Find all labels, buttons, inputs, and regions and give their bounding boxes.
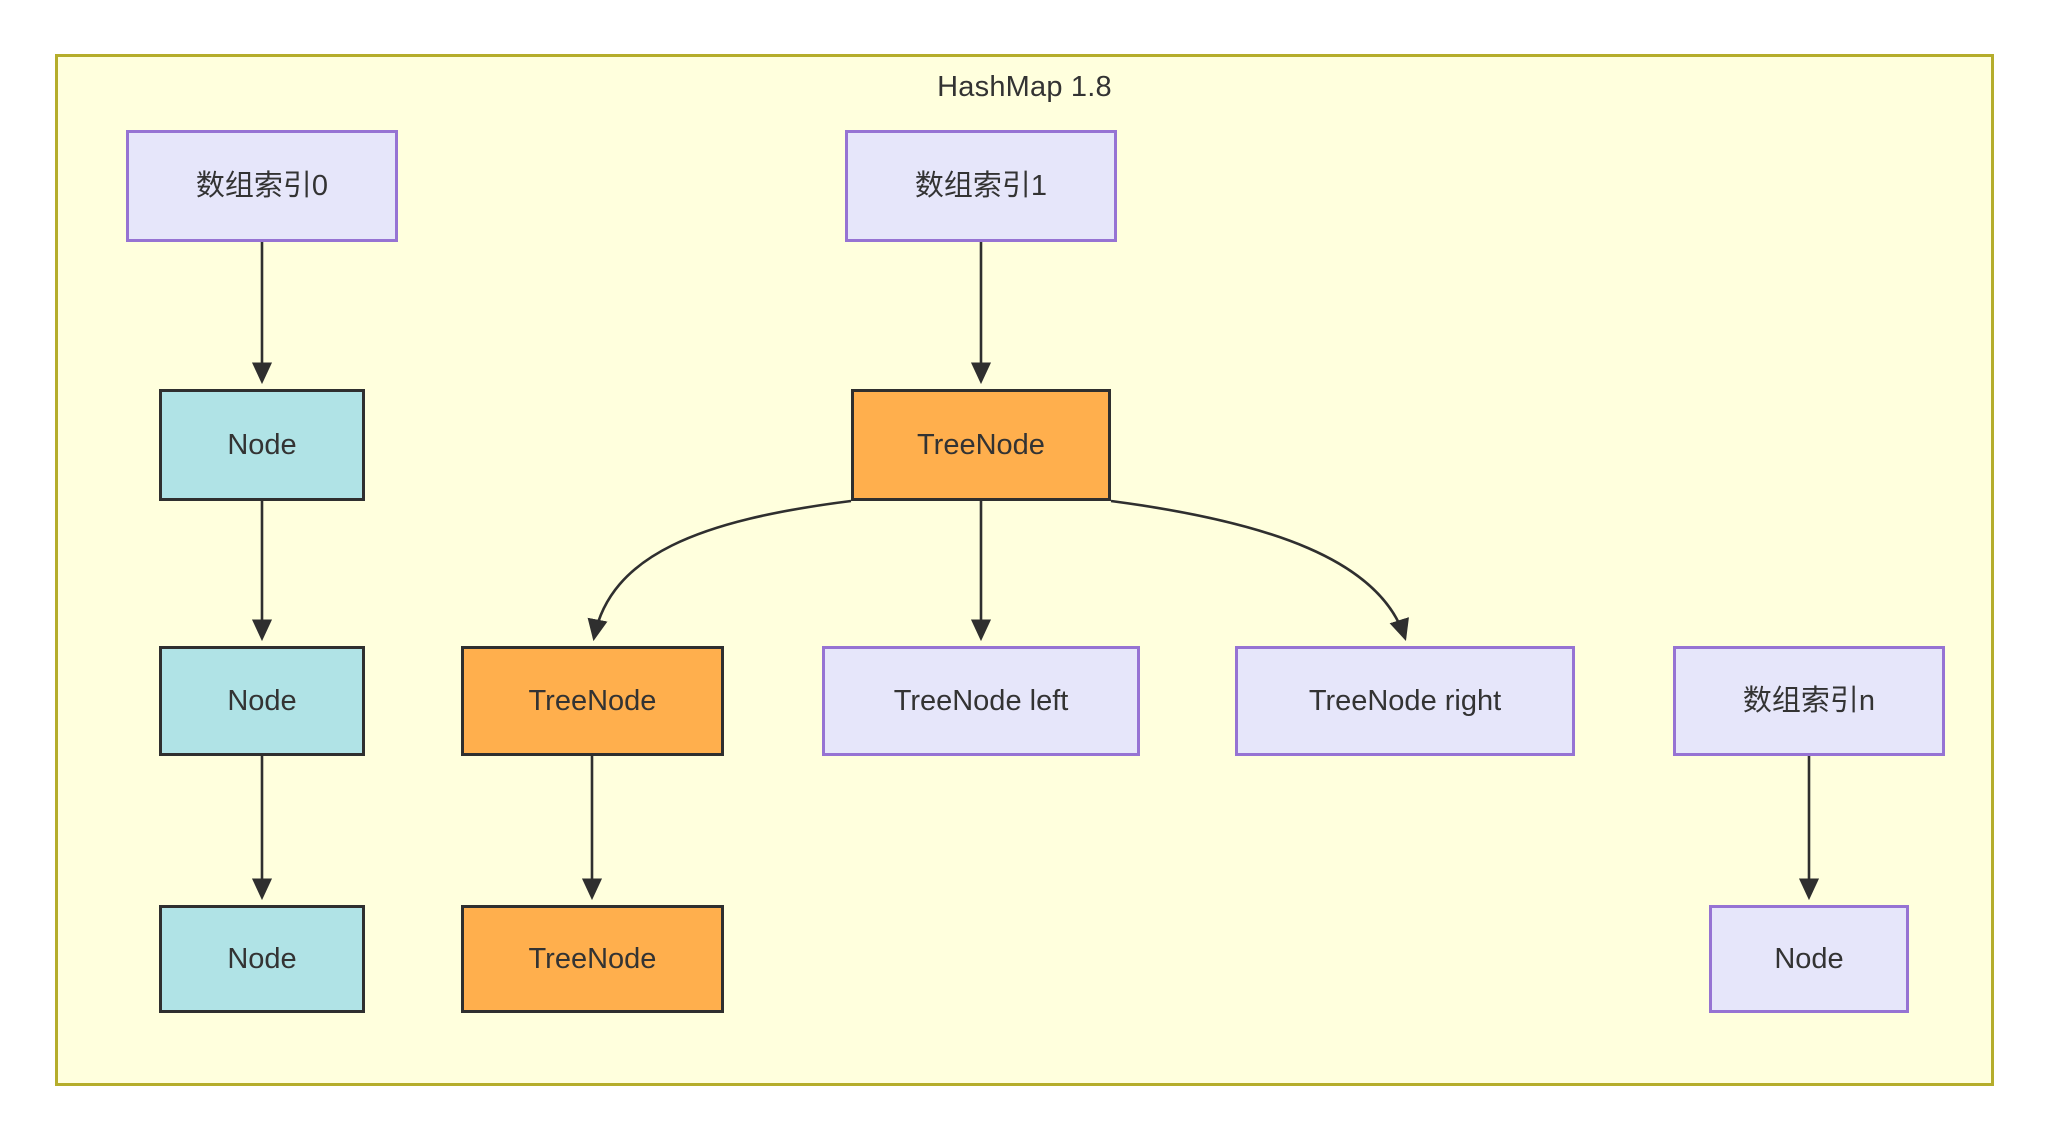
node-box-bucketn[interactable]: 数组索引n <box>1673 646 1945 756</box>
node-label: TreeNode <box>528 684 657 717</box>
node-box-treenode-left[interactable]: TreeNode left <box>822 646 1140 756</box>
node-box-node0c[interactable]: Node <box>159 905 365 1013</box>
node-box-node0a[interactable]: Node <box>159 389 365 501</box>
node-box-bucket1[interactable]: 数组索引1 <box>845 130 1117 242</box>
node-box-treenode-root[interactable]: TreeNode <box>851 389 1111 501</box>
node-label: 数组索引n <box>1742 684 1876 717</box>
node-box-treenode-child[interactable]: TreeNode <box>461 646 724 756</box>
node-label: Node <box>227 684 297 717</box>
node-label: TreeNode <box>528 942 657 975</box>
node-label: TreeNode left <box>893 684 1069 717</box>
node-box-bucket0[interactable]: 数组索引0 <box>126 130 398 242</box>
diagram-title: HashMap 1.8 <box>937 71 1112 103</box>
node-label: Node <box>1774 942 1844 975</box>
node-label: Node <box>227 942 297 975</box>
node-box-node0b[interactable]: Node <box>159 646 365 756</box>
node-label: TreeNode <box>917 428 1045 461</box>
node-box-treenode-leaf[interactable]: TreeNode <box>461 905 724 1013</box>
node-label: Node <box>227 428 297 461</box>
node-label: TreeNode right <box>1308 684 1502 717</box>
node-label: 数组索引0 <box>195 169 329 202</box>
node-box-treenode-right[interactable]: TreeNode right <box>1235 646 1575 756</box>
node-label: 数组索引1 <box>914 169 1048 202</box>
node-box-noden[interactable]: Node <box>1709 905 1909 1013</box>
